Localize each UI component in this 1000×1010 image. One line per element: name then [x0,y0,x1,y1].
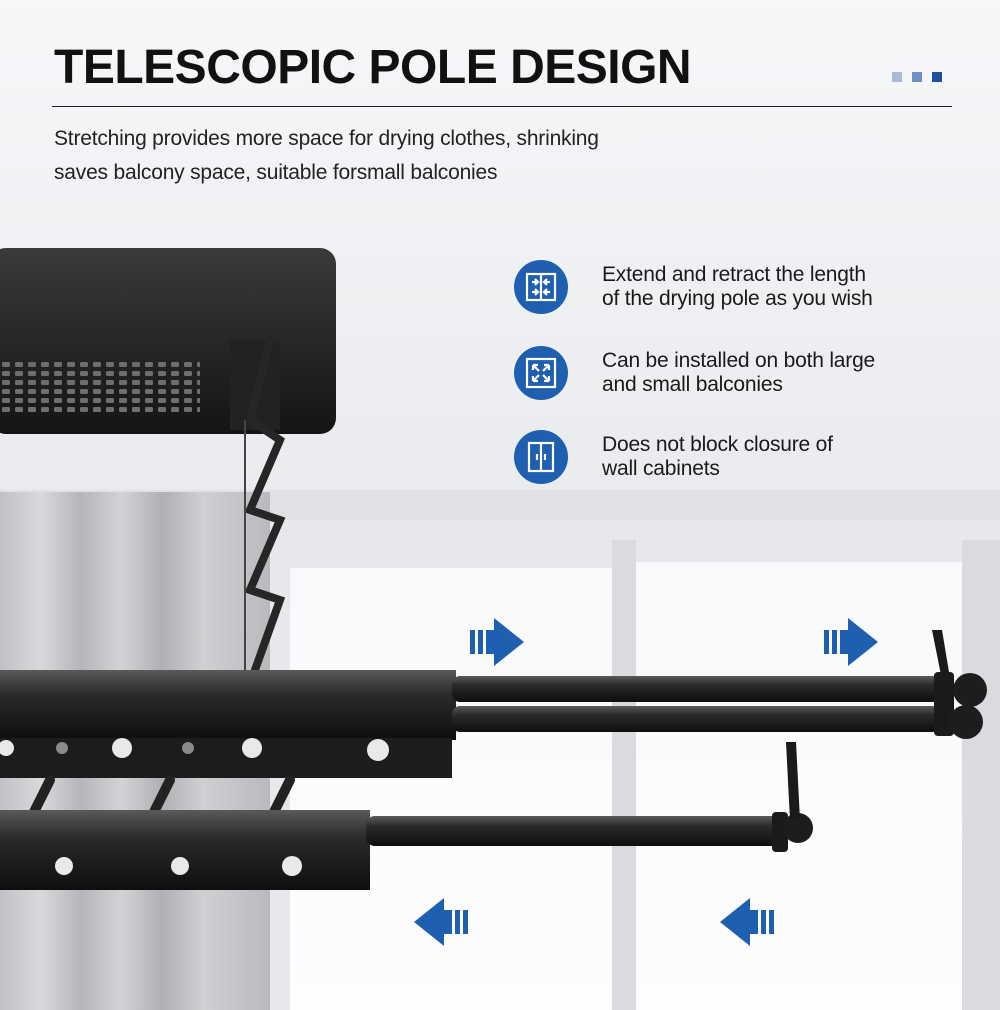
arrow-right-icon [824,618,878,666]
page-subtitle: Stretching provides more space for dryin… [54,122,674,190]
feature-item-cabinets: Does not block closure of wall cabinets [514,430,954,490]
dot-dark [932,72,942,82]
feature-line: and small balconies [602,373,783,396]
extend-retract-icon [514,260,568,314]
feature-line: of the drying pole as you wish [602,287,873,310]
feature-item-extend: Extend and retract the length of the dry… [514,260,954,320]
subtitle-line: saves balcony space, suitable forsmall b… [54,161,498,184]
subtitle-line: Stretching provides more space for dryin… [54,127,599,150]
feature-line: Extend and retract the length [602,263,866,286]
dot-mid [912,72,922,82]
arrow-right-icon [470,618,524,666]
cabinet-doors-icon [514,430,568,484]
feature-text: Does not block closure of wall cabinets [602,433,952,481]
arrow-left-icon [414,898,468,946]
feature-line: wall cabinets [602,457,720,480]
feature-line: Does not block closure of [602,433,833,456]
expand-arrows-icon [514,346,568,400]
arrow-left-icon [720,898,774,946]
feature-line: Can be installed on both large [602,349,876,372]
decorative-dots [892,72,942,82]
ceiling-unit [0,248,336,434]
dot-light [892,72,902,82]
feature-text: Can be installed on both large and small… [602,349,952,397]
page-title: TELESCOPIC POLE DESIGN [54,41,692,94]
title-divider [52,106,952,107]
feature-item-install: Can be installed on both large and small… [514,346,954,406]
feature-text: Extend and retract the length of the dry… [602,263,952,311]
